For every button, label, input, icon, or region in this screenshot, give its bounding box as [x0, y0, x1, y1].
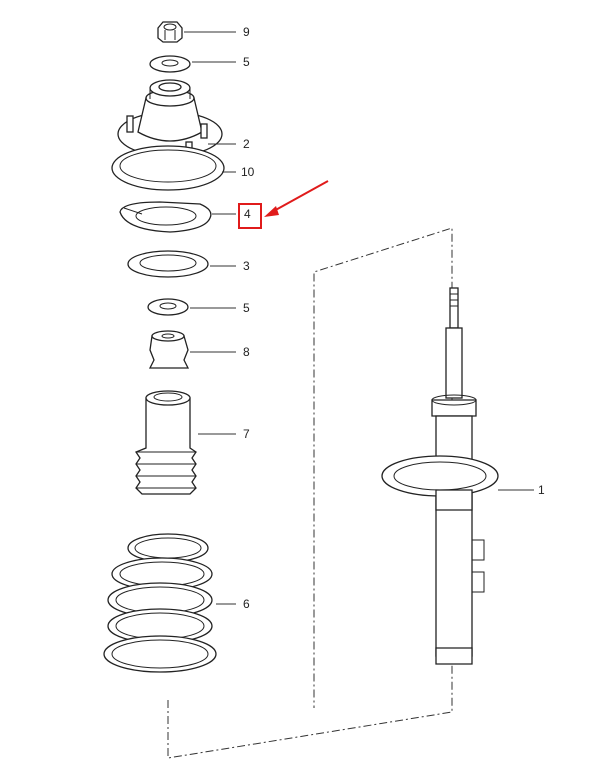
callout-4: 4: [244, 207, 251, 221]
highlight-annotation: [238, 180, 329, 229]
callout-1: 1: [538, 483, 545, 497]
callout-8: 8: [243, 345, 250, 359]
part-9-nut: [157, 21, 183, 43]
part-4-spring-seat: [119, 201, 212, 233]
part-6-coil-spring: [103, 533, 217, 673]
callout-9: 9: [243, 25, 250, 39]
part-2-top-mount: [117, 79, 223, 157]
part-5-lower-washer: [147, 298, 189, 316]
leader-lines: [184, 31, 534, 605]
callout-3: 3: [243, 259, 250, 273]
part-7-dust-boot: [135, 390, 197, 495]
part-1-strut: [381, 287, 499, 665]
callout-6: 6: [243, 597, 250, 611]
part-10-gasket: [111, 145, 225, 191]
callout-5-upper: 5: [243, 55, 250, 69]
callout-7: 7: [243, 427, 250, 441]
highlight-box: [238, 203, 262, 229]
callout-2: 2: [243, 137, 250, 151]
part-5-upper-washer: [149, 55, 191, 73]
callout-10: 10: [241, 165, 255, 179]
part-3-rubber-ring: [127, 250, 209, 278]
callout-5-lower: 5: [243, 301, 250, 315]
arrow-head-icon: [264, 206, 279, 217]
highlight-arrow: [271, 180, 329, 213]
part-8-bump-stop: [148, 330, 190, 369]
callout-labels: 9 5 2 10 4 3 5 8 7 6 1: [241, 25, 545, 611]
